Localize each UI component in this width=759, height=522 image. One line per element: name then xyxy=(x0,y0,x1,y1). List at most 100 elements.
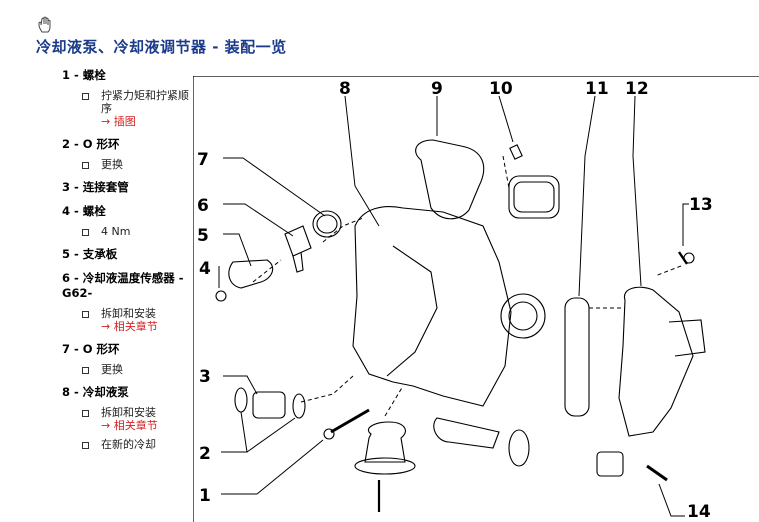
bolt-14 xyxy=(646,464,668,482)
dash-path-7 xyxy=(384,385,404,417)
leader-11 xyxy=(578,95,596,297)
callout-numbers: 7 6 5 4 3 2 1 8 9 10 11 12 13 14 xyxy=(197,79,713,522)
bolt-1-head xyxy=(323,428,335,440)
legend-sub-text: 拆卸和安装 xyxy=(101,307,156,320)
leader-8 xyxy=(344,95,380,227)
callout-8: 8 xyxy=(339,79,351,99)
legend-sub-item: 拧紧力矩和拧紧顺序 → 插图 xyxy=(82,89,192,128)
legend-item-label: 3 - 连接套管 xyxy=(62,180,129,194)
leader-10 xyxy=(498,95,514,143)
sensor-6 xyxy=(284,225,312,257)
legend-item-6: 6 - 冷却液温度传感器 -G62- 拆卸和安装 → 相关章节 xyxy=(62,271,192,333)
o-ring-2a xyxy=(234,387,248,413)
square-bullet-icon xyxy=(82,442,89,449)
callout-13: 13 xyxy=(689,195,713,215)
callout-5: 5 xyxy=(197,226,209,246)
bolt-13-head xyxy=(683,252,695,264)
square-bullet-icon xyxy=(82,229,89,236)
seal-10-inner xyxy=(513,181,555,213)
seal-10 xyxy=(508,175,560,219)
legend-item-label: 1 - 螺栓 xyxy=(62,68,106,82)
square-bullet-icon xyxy=(82,410,89,417)
legend-sub-item: 拆卸和安装 → 相关章节 xyxy=(82,406,192,432)
legend-sub-text: 更换 xyxy=(101,363,123,376)
legend-item-label: 5 - 支承板 xyxy=(62,247,118,261)
dash-path-5 xyxy=(654,265,682,277)
thermostat-flange xyxy=(354,457,416,475)
assembly-paths xyxy=(252,155,682,417)
legend-sub-item: 更换 xyxy=(82,363,192,376)
legend-item-7: 7 - O 形环 更换 xyxy=(62,342,192,376)
legend-sub-text: 更换 xyxy=(101,158,123,171)
leader-3 xyxy=(223,375,258,395)
legend-item-5: 5 - 支承板 xyxy=(62,247,192,262)
legend-sub-text: 4 Nm xyxy=(101,225,131,238)
legend-sub-text: 拆卸和安装 xyxy=(101,406,156,419)
related-chapter-link[interactable]: → 相关章节 xyxy=(101,419,158,432)
illustration-link[interactable]: → 插图 xyxy=(101,115,136,128)
legend-sub-text: 在新的冷却 xyxy=(101,438,156,451)
pipe-piece xyxy=(433,417,500,449)
sleeve-3 xyxy=(252,391,286,419)
o-ring-7 xyxy=(312,210,342,238)
cover-12 xyxy=(618,286,694,437)
hand-pointer-icon xyxy=(38,16,51,33)
leader-2b xyxy=(246,417,296,453)
callout-11: 11 xyxy=(585,79,609,99)
leader-13 xyxy=(682,203,689,246)
dash-path-1 xyxy=(322,217,364,243)
callout-3: 3 xyxy=(199,367,211,387)
diagram-frame xyxy=(193,76,759,522)
legend-item-label: 2 - O 形环 xyxy=(62,137,120,151)
legend-sub-item: 更换 xyxy=(82,158,192,171)
o-ring-7-inner xyxy=(316,214,338,234)
parts-legend: 1 - 螺栓 拧紧力矩和拧紧顺序 → 插图 2 - O 形环 更换 3 - 连接… xyxy=(62,68,192,460)
square-bullet-icon xyxy=(82,367,89,374)
o-ring-2b xyxy=(292,393,306,419)
callout-1: 1 xyxy=(199,486,211,506)
dash-path-2 xyxy=(252,259,282,283)
legend-sub-item: 4 Nm xyxy=(82,225,192,238)
impeller xyxy=(500,293,546,339)
leader-12 xyxy=(632,95,642,287)
bolt-1 xyxy=(330,408,370,434)
leader-14 xyxy=(658,483,685,517)
callout-14: 14 xyxy=(687,502,711,522)
legend-item-8: 8 - 冷却液泵 拆卸和安装 → 相关章节 在新的冷却 xyxy=(62,385,192,451)
callout-2: 2 xyxy=(199,444,211,464)
legend-sub-item: 拆卸和安装 → 相关章节 xyxy=(82,307,192,333)
impeller-hub xyxy=(508,301,538,331)
square-bullet-icon xyxy=(82,93,89,100)
exploded-view-diagram: 7 6 5 4 3 2 1 8 9 10 11 12 13 14 xyxy=(193,76,759,522)
callout-6: 6 xyxy=(197,196,209,216)
legend-item-label: 8 - 冷却液泵 xyxy=(62,385,129,399)
leader-5 xyxy=(223,233,252,267)
page-title: 冷却液泵、冷却液调节器 - 装配一览 xyxy=(36,38,287,56)
gasket-9 xyxy=(415,139,485,220)
callout-10: 10 xyxy=(489,79,513,99)
pump-outlet-pipe xyxy=(386,245,438,377)
legend-sub-item: 在新的冷却 xyxy=(82,438,192,451)
legend-item-1: 1 - 螺栓 拧紧力矩和拧紧顺序 → 插图 xyxy=(62,68,192,128)
coolant-pump-8 xyxy=(352,206,512,407)
leader-6 xyxy=(223,203,294,237)
belt-11 xyxy=(564,297,590,417)
dash-path-6 xyxy=(300,375,354,403)
leader-7 xyxy=(223,157,326,217)
bolt-4 xyxy=(215,290,227,302)
legend-item-2: 2 - O 形环 更换 xyxy=(62,137,192,171)
sensor-6-tip xyxy=(292,251,304,273)
callout-7: 7 xyxy=(197,150,209,170)
callout-4: 4 xyxy=(199,259,211,279)
square-bullet-icon xyxy=(82,311,89,318)
related-chapter-link[interactable]: → 相关章节 xyxy=(101,320,158,333)
leader-1 xyxy=(221,439,324,495)
thermostat xyxy=(364,421,406,463)
leader-lines xyxy=(218,95,689,517)
o-ring-pipe xyxy=(508,429,530,467)
plug-14 xyxy=(596,451,624,477)
legend-item-label: 6 - 冷却液温度传感器 -G62- xyxy=(62,271,184,300)
legend-sub-text: 拧紧力矩和拧紧顺序 xyxy=(101,89,189,115)
legend-item-4: 4 - 螺栓 4 Nm xyxy=(62,204,192,238)
square-bullet-icon xyxy=(82,162,89,169)
